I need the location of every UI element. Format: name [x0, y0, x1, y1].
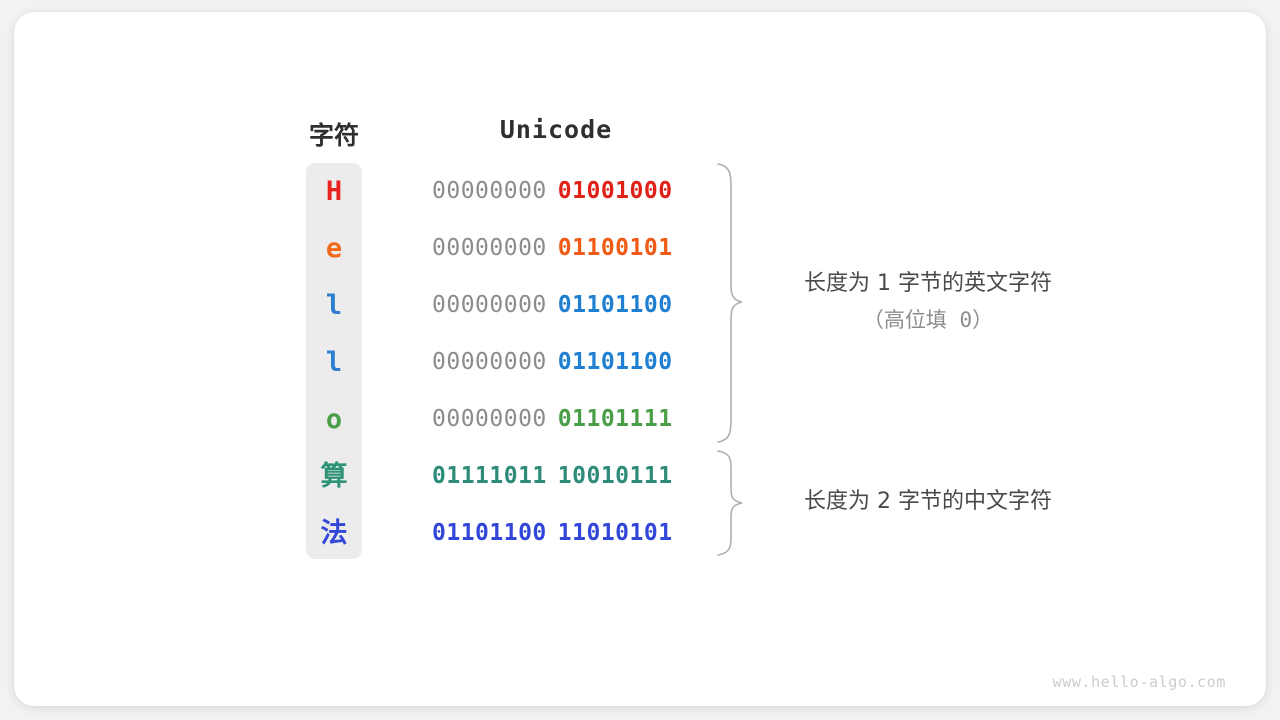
binary-low-byte: 01101111: [557, 406, 673, 432]
character-cell: e: [325, 233, 343, 264]
annotation-one-byte-main: 长度为 1 字节的英文字符: [804, 271, 1052, 296]
binary-row: 00000000 01101100: [432, 334, 673, 391]
watermark: www.hello-algo.com: [1052, 673, 1226, 691]
binary-low-byte: 01100101: [557, 235, 673, 261]
figure-card: [14, 12, 1266, 706]
character-cell: 算: [320, 461, 348, 492]
annotation-two-byte: 长度为 2 字节的中文字符: [804, 484, 1052, 520]
binary-row: 01101100 11010101: [432, 505, 673, 562]
annotation-one-byte: 长度为 1 字节的英文字符 （高位填 0）: [804, 266, 1052, 338]
column-header-character: 字符: [308, 122, 360, 150]
binary-row: 01111011 10010111: [432, 448, 673, 505]
binary-high-byte: 01101100: [432, 520, 547, 546]
binary-high-byte: 00000000: [432, 235, 547, 261]
binary-high-byte: 00000000: [432, 349, 547, 375]
brace-two-byte: [717, 450, 743, 556]
binary-low-byte: 10010111: [557, 463, 673, 489]
character-cell: l: [325, 347, 343, 378]
binary-row: 00000000 01101100: [432, 277, 673, 334]
binary-row: 00000000 01101111: [432, 391, 673, 448]
character-cell: H: [325, 176, 343, 207]
binary-low-byte: 11010101: [557, 520, 673, 546]
brace-one-byte: [717, 163, 743, 443]
character-cell: 法: [320, 518, 348, 549]
character-column-panel: [306, 163, 362, 559]
binary-row: 00000000 01001000: [432, 163, 673, 220]
binary-low-byte: 01101100: [557, 349, 673, 375]
binary-high-byte: 00000000: [432, 178, 547, 204]
binary-low-byte: 01101100: [557, 292, 673, 318]
binary-row: 00000000 01100101: [432, 220, 673, 277]
column-header-unicode: Unicode: [499, 115, 613, 144]
binary-low-byte: 01001000: [557, 178, 673, 204]
annotation-two-byte-main: 长度为 2 字节的中文字符: [804, 489, 1052, 514]
binary-high-byte: 01111011: [432, 463, 547, 489]
annotation-one-byte-sub: （高位填 0）: [862, 308, 994, 332]
binary-high-byte: 00000000: [432, 292, 547, 318]
character-cell: l: [325, 290, 343, 321]
binary-high-byte: 00000000: [432, 406, 547, 432]
character-cell: o: [325, 404, 343, 435]
